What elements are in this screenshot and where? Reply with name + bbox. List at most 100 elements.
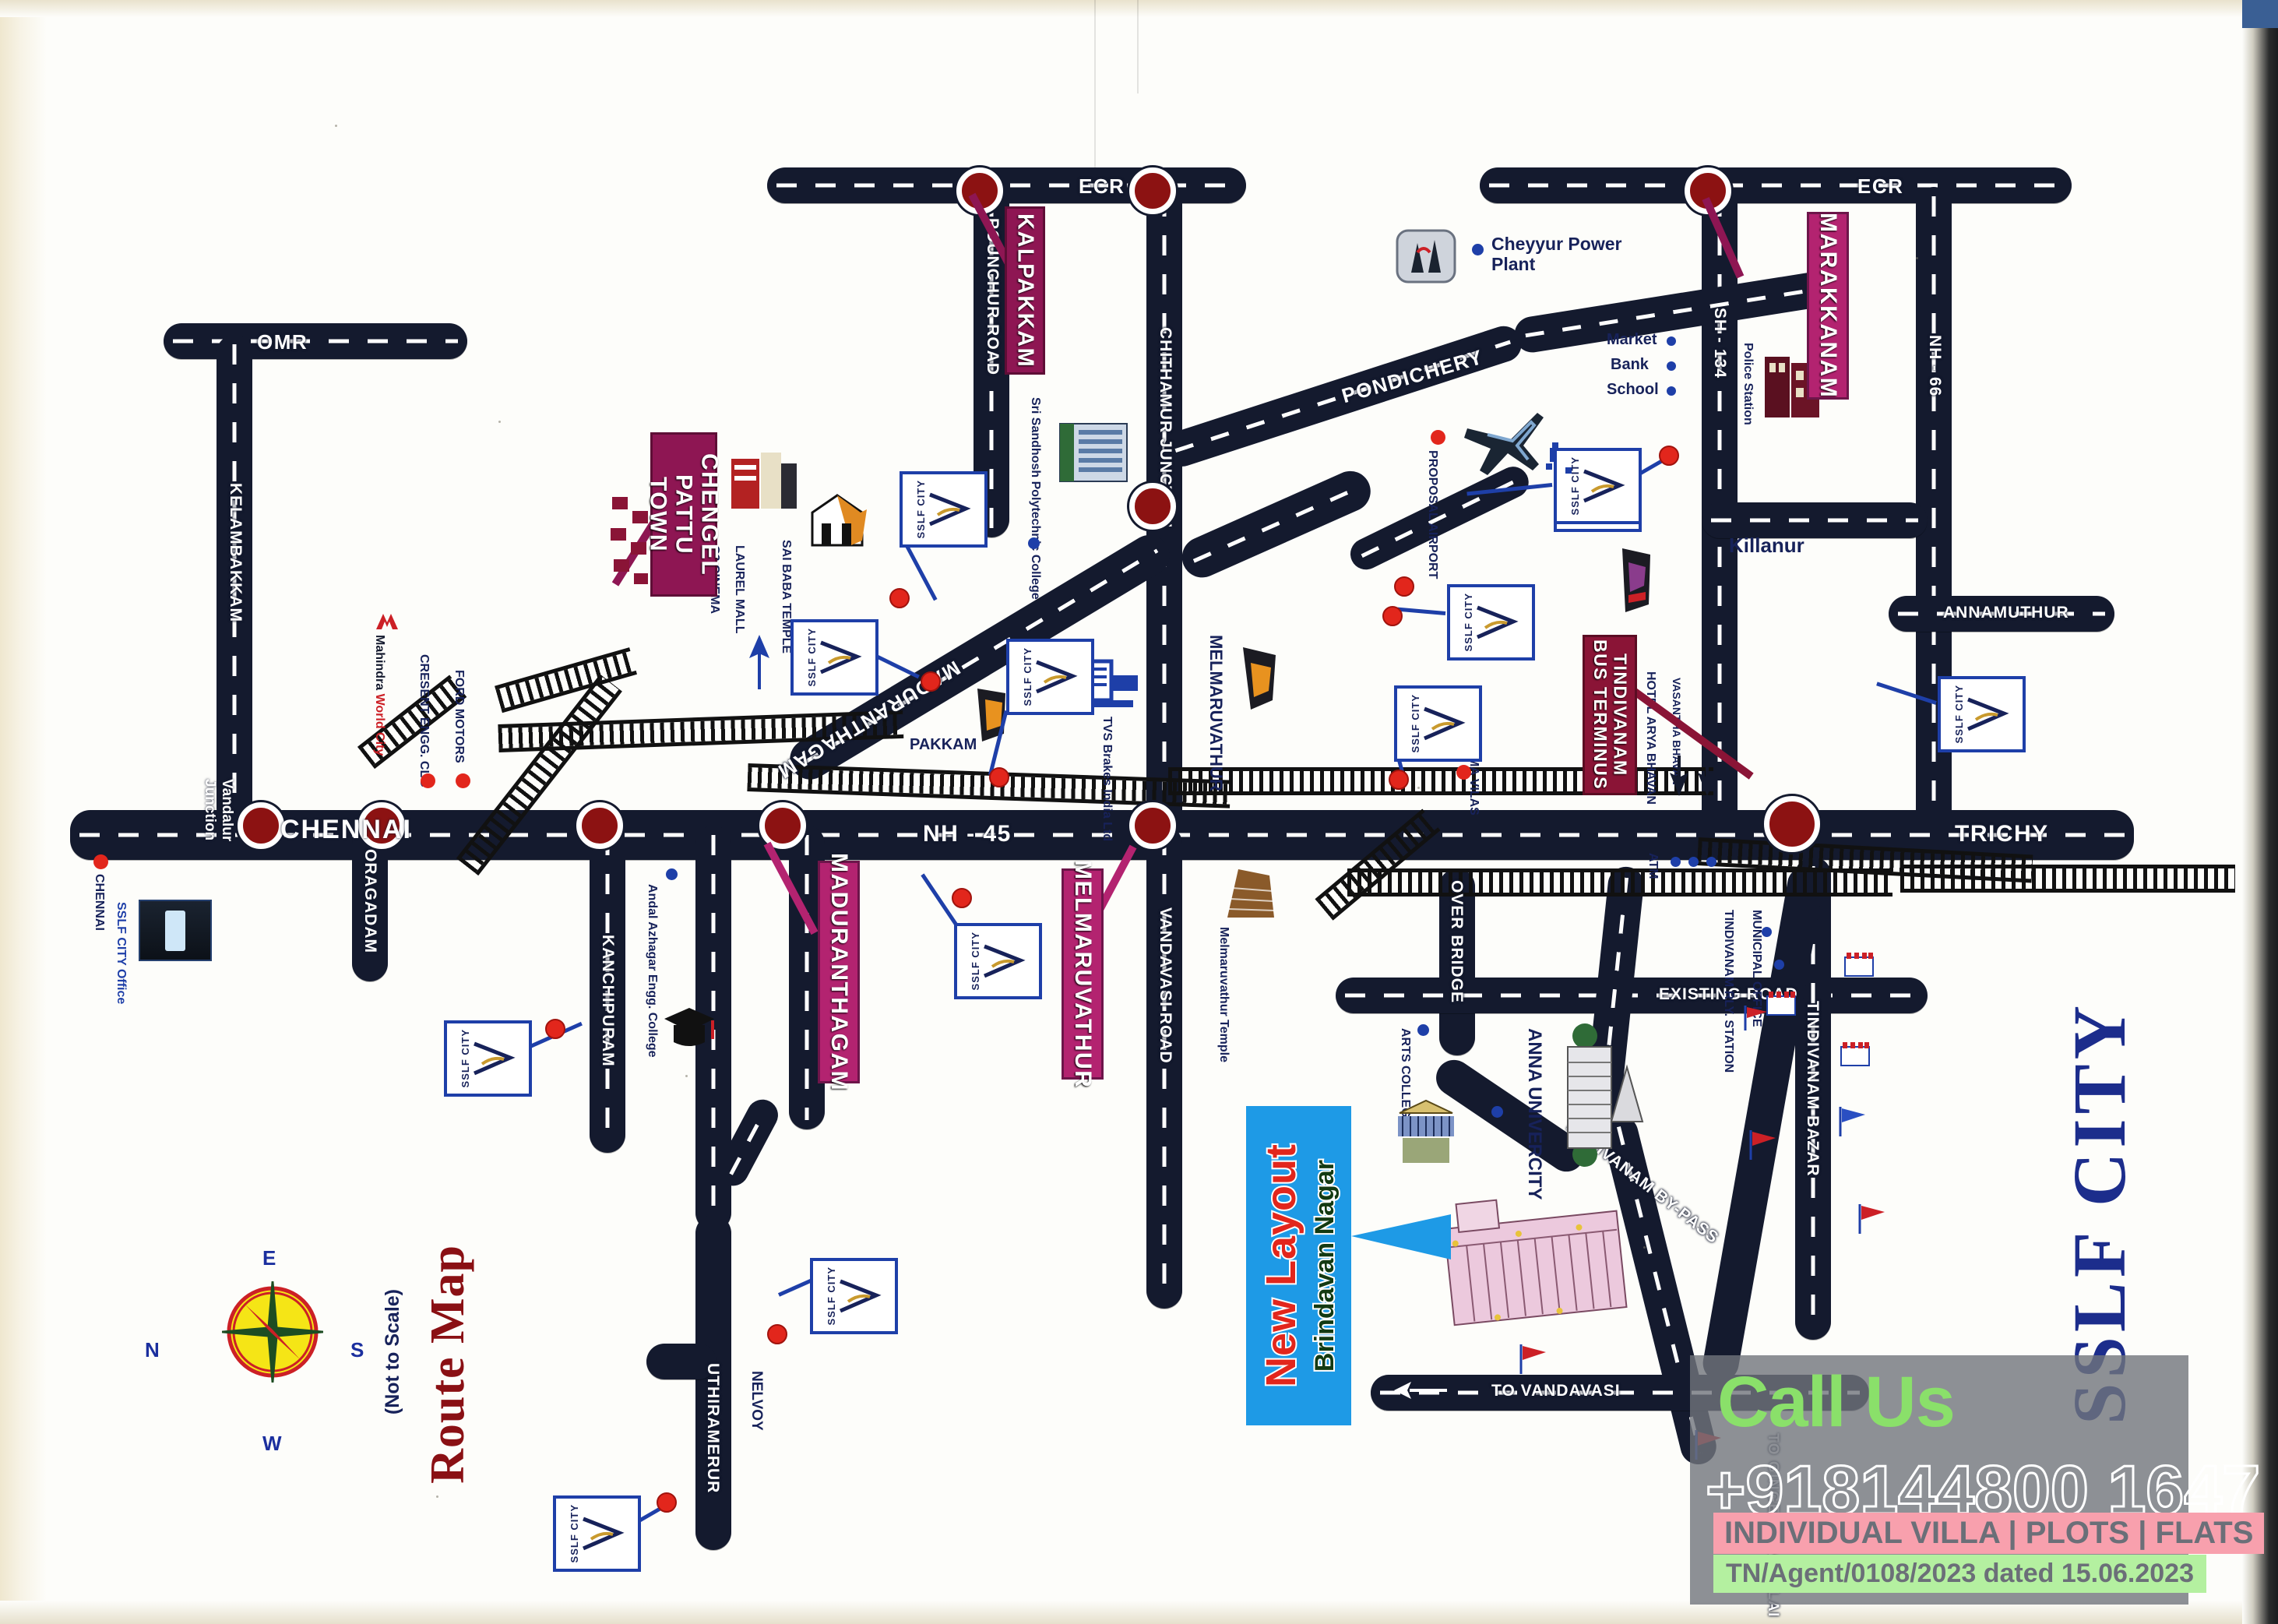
sslf-callout-spacer-2 xyxy=(1546,463,1552,470)
sslf-callout-logo-text-6: SSLF CITY xyxy=(826,1266,837,1326)
sslf-callout-11b[interactable]: SSLF CITY xyxy=(1447,584,1535,661)
sslf-callout-spacer xyxy=(1565,467,1572,474)
paper-edge-top xyxy=(0,0,2278,17)
junction-kanchipuram xyxy=(576,802,623,849)
sslf-callout-6[interactable]: SSLF CITY xyxy=(810,1258,898,1334)
road-label-chithamur: CHITHAMUR JUNCTION xyxy=(1157,327,1174,529)
dot-school xyxy=(1667,386,1676,396)
sslf-callout-3[interactable]: SSLF CITY xyxy=(1006,639,1094,715)
sslf-swoosh-icon-10 xyxy=(1583,469,1625,503)
sslf-callout-2[interactable]: SSLF CITY xyxy=(790,619,878,696)
road-label-kelambakkam: KELAMBAKKAM xyxy=(227,483,245,622)
road-label-oragadam: ORAGADAM xyxy=(361,849,379,953)
sslf-callout-9[interactable]: SSLF CITY xyxy=(1938,676,2026,752)
road-omr xyxy=(164,323,467,359)
compass-label-east: S xyxy=(350,1338,364,1362)
dot-atm-1 xyxy=(1671,857,1681,867)
place-label-laurel-mall: LAUREL MALL xyxy=(733,545,746,634)
paper-edge-left xyxy=(0,0,47,1624)
junction-melmaruvathur xyxy=(1129,802,1176,849)
place-label-chennai: CHENNAI xyxy=(93,874,106,931)
watermark-categories: INDIVIDUAL VILLA | PLOTS | FLATS xyxy=(1713,1513,2265,1554)
sslf-callout-logo-text-9: SSLF CITY xyxy=(1953,685,1965,744)
place-label-proposal-airport: PROPOSAL AIRPORT xyxy=(1426,450,1439,579)
road-over-bridge xyxy=(1439,868,1475,1055)
junction-label-chennai: CHENNAI xyxy=(280,815,412,844)
new-layout-banner[interactable]: New Layout Brindavan Nagar xyxy=(1246,1106,1351,1425)
sslf-swoosh-icon-11 xyxy=(1477,605,1519,639)
place-label-melmaruvathur-road: MELMARUVATHUR xyxy=(1206,635,1226,791)
sslf-callout-1[interactable]: SSLF CITY xyxy=(900,471,988,548)
place-label-tvs-brakes: TVS Brakes India Ltd xyxy=(1100,717,1114,842)
route-map-title: Route Map xyxy=(421,1245,474,1484)
place-label-hotel-arya-bhavan: HOTEL ARYA BHAVAN xyxy=(1644,671,1657,805)
road-uthiramerur-spur xyxy=(646,1344,716,1379)
road-label-nh45: NH - 45 xyxy=(923,821,1012,847)
road-kelambakkam xyxy=(217,335,252,826)
watermark-registration: TN/Agent/0108/2023 dated 15.06.2023 xyxy=(1713,1555,2206,1593)
sslf-callout-pin-4 xyxy=(952,888,972,908)
dot-anna-univercity xyxy=(1491,1106,1503,1118)
place-label-ford-motors: FORD MOTORS xyxy=(452,670,466,763)
bazar-flag-icon-2 xyxy=(1745,1126,1782,1163)
sslf-callout-4[interactable]: SSLF CITY xyxy=(954,923,1042,999)
road-uthiramerur-lower xyxy=(695,1215,731,1550)
sslf-callout-logo-text-4: SSLF CITY xyxy=(970,932,981,991)
dot-rly-station xyxy=(1762,927,1772,937)
road-maduranthagam-ext xyxy=(1175,464,1378,584)
road-label-nh66: NH - 66 xyxy=(1926,335,1944,397)
town-tag-marakkanam: MARAKKANAM xyxy=(1807,212,1849,400)
road-label-pounchur: POUNCHUR ROAD xyxy=(984,218,1002,375)
airplane-icon xyxy=(1456,405,1550,483)
junction-label-vandalur: Vandalur Junction xyxy=(202,779,235,842)
place-label-sslf-city-office: SSLF CITY Office xyxy=(114,902,128,1005)
tindivanam-bus-icon xyxy=(1614,545,1658,615)
sslf-callout-lead-11 xyxy=(1397,607,1446,615)
sslf-callout-pin-7 xyxy=(657,1492,677,1513)
sslf-callout-12[interactable]: SSLF CITY xyxy=(1394,685,1482,762)
junction-chithamur-top xyxy=(1129,167,1176,214)
sslf-callout-pin-3 xyxy=(989,767,1009,787)
sslf-callout-7[interactable]: SSLF CITY xyxy=(553,1495,641,1572)
place-label-polytechnic: Sri Sandhosh Polytechnic College xyxy=(1029,397,1042,600)
sai-baba-temple-icon xyxy=(806,489,868,550)
sslf-callout-pin-6 xyxy=(767,1324,787,1344)
road-label-annamuthur: ANNAMUTHUR xyxy=(1943,604,2069,622)
sslf-callout-10[interactable]: SSLF CITY xyxy=(1554,448,1642,524)
sslf-swoosh-icon-6 xyxy=(840,1279,882,1313)
arrow-down-icon-vasantha xyxy=(1698,756,1716,796)
graduation-cap-icon xyxy=(658,997,717,1052)
dot-atm-2 xyxy=(1688,857,1699,867)
place-label-sai-baba-temple: SAI BABA TEMPLE xyxy=(780,540,793,654)
sslf-swoosh-icon-9 xyxy=(1967,697,2009,731)
paper-edge-bottom xyxy=(0,1601,2278,1624)
compass-label-west: N xyxy=(145,1338,160,1362)
sslf-swoosh-icon-12 xyxy=(1424,706,1466,741)
paper-fold-1 xyxy=(1094,0,1096,187)
sslf-callout-pin-2 xyxy=(921,671,941,692)
chengelpattu-houses-icon xyxy=(607,491,654,592)
place-label-cheyyur-power-plant: Cheyyur Power Plant xyxy=(1491,234,1622,275)
place-label-melmaruvathur-temple: Melmaruvathur Temple xyxy=(1217,927,1231,1062)
sslf-callout-logo-text-7: SSLF CITY xyxy=(569,1504,580,1563)
arrow-down-icon-arya xyxy=(1670,756,1688,796)
dot-bank xyxy=(1667,361,1676,371)
place-label-pakkam: PAKKAM xyxy=(910,736,977,753)
brindavan-nagar-layout-plots xyxy=(1438,1182,1630,1329)
junction-chennai-east xyxy=(358,802,405,849)
sslf-swoosh-icon-2 xyxy=(820,640,862,675)
town-tag-kalpakkam: KALPAKKAM xyxy=(1005,206,1045,375)
town-tag-tindivanam-bus-terminus: TINDIVANAM BUS TERMINUS xyxy=(1583,635,1637,795)
bazar-flag-icon-4 xyxy=(1854,1200,1891,1237)
place-label-nelvoy: NELVOY xyxy=(748,1371,765,1431)
anna-university-icon xyxy=(1562,1020,1647,1168)
sslf-callout-5[interactable]: SSLF CITY xyxy=(444,1020,532,1097)
sslf-callout-pin-11 xyxy=(1382,606,1403,626)
junction-maduranthagam xyxy=(759,802,806,849)
junction-chennai-west xyxy=(238,802,284,849)
compass-label-north: E xyxy=(262,1246,276,1270)
arrow-up-icon-laurel xyxy=(749,635,769,689)
compass-label-south: W xyxy=(262,1432,282,1455)
road-annamuthur xyxy=(1889,596,2114,632)
